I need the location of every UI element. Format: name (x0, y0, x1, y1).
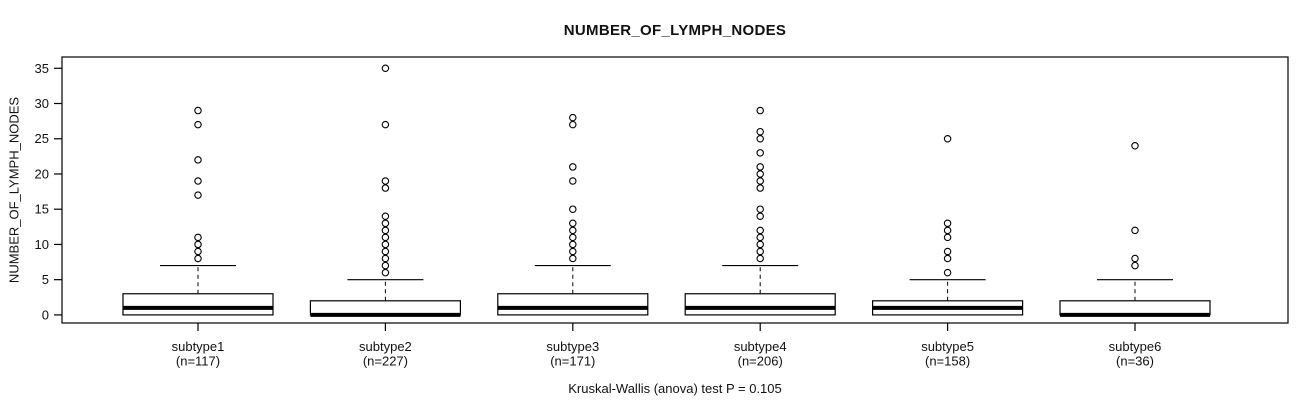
outlier-point (756, 163, 764, 171)
x-tick-label: subtype1 (172, 339, 225, 354)
outlier-point (381, 219, 390, 228)
outlier-point (194, 233, 202, 242)
outlier-point (756, 212, 764, 220)
outlier-point (756, 170, 764, 178)
outlier-point (943, 268, 952, 277)
y-tick-label: 20 (35, 166, 49, 181)
outlier-point (381, 177, 390, 185)
x-tick-sublabel: (n=158) (925, 354, 970, 369)
outlier-point (569, 120, 577, 129)
x-tick-label: subtype2 (359, 339, 412, 354)
outlier-point (943, 254, 952, 263)
outlier-point (194, 191, 202, 199)
outlier-point (569, 254, 577, 263)
outlier-point (943, 134, 952, 143)
outlier-point (194, 106, 202, 115)
x-tick-label: subtype4 (734, 339, 787, 354)
iqr-box (309, 300, 461, 316)
outlier-point (756, 247, 764, 256)
outlier-point (381, 254, 390, 263)
outlier-point (943, 219, 952, 228)
outlier-point (943, 233, 952, 242)
outlier-point (381, 240, 390, 249)
outlier-point (569, 240, 577, 249)
outlier-point (569, 205, 577, 213)
iqr-box (684, 293, 836, 316)
iqr-box (1059, 300, 1211, 316)
outlier-point (569, 233, 577, 242)
y-tick-label: 10 (35, 237, 49, 252)
outlier-point (381, 233, 390, 242)
x-tick-label: subtype3 (546, 339, 599, 354)
outlier-point (194, 177, 202, 185)
outlier-point (381, 226, 390, 235)
outlier-point (381, 268, 390, 277)
outlier-point (756, 226, 764, 235)
outlier-point (381, 120, 390, 129)
outlier-point (569, 113, 577, 122)
outlier-point (943, 247, 952, 256)
x-tick-sublabel: (n=117) (176, 354, 220, 369)
outlier-point (569, 247, 577, 256)
outlier-point (756, 177, 764, 185)
outlier-point (569, 219, 577, 228)
kruskal-wallis-note: Kruskal-Wallis (anova) test P = 0.105 (568, 381, 782, 396)
x-tick-sublabel: (n=36) (1116, 354, 1154, 369)
outlier-point (1131, 142, 1139, 150)
outlier-point (194, 247, 202, 256)
outlier-point (1131, 261, 1139, 270)
y-tick-label: 25 (35, 131, 49, 146)
outlier-point (1131, 226, 1139, 235)
outlier-point (569, 177, 577, 185)
outlier-point (756, 254, 764, 263)
outlier-point (381, 64, 390, 73)
x-tick-sublabel: (n=206) (738, 354, 783, 369)
outlier-point (381, 184, 390, 192)
outlier-point (756, 205, 764, 213)
outlier-point (756, 134, 764, 143)
outlier-point (194, 120, 202, 129)
iqr-box (122, 293, 274, 316)
outlier-point (756, 240, 764, 249)
outlier-point (569, 163, 577, 171)
outlier-point (756, 233, 764, 242)
outlier-point (756, 127, 764, 136)
outlier-point (381, 261, 390, 270)
outlier-point (381, 212, 390, 220)
outlier-point (381, 247, 390, 256)
iqr-box (497, 293, 649, 316)
outlier-point (1131, 254, 1139, 263)
outlier-point (194, 240, 202, 249)
y-tick-label: 5 (42, 272, 49, 287)
plot-frame (61, 56, 1289, 324)
chart-title: NUMBER_OF_LYMPH_NODES (563, 22, 787, 39)
outlier-point (194, 254, 202, 263)
y-tick-label: 15 (35, 202, 49, 217)
outlier-point (569, 226, 577, 235)
outlier-point (756, 184, 764, 192)
x-tick-label: subtype6 (1109, 339, 1162, 354)
y-tick-label: 35 (35, 61, 49, 76)
x-tick-sublabel: (n=227) (363, 354, 408, 369)
outlier-point (756, 106, 764, 115)
outlier-point (194, 156, 202, 164)
y-tick-label: 0 (42, 307, 49, 322)
y-tick-label: 30 (35, 96, 49, 111)
x-tick-sublabel: (n=171) (550, 354, 595, 369)
x-tick-label: subtype5 (921, 339, 974, 354)
outlier-point (943, 226, 952, 235)
outlier-point (756, 149, 764, 157)
